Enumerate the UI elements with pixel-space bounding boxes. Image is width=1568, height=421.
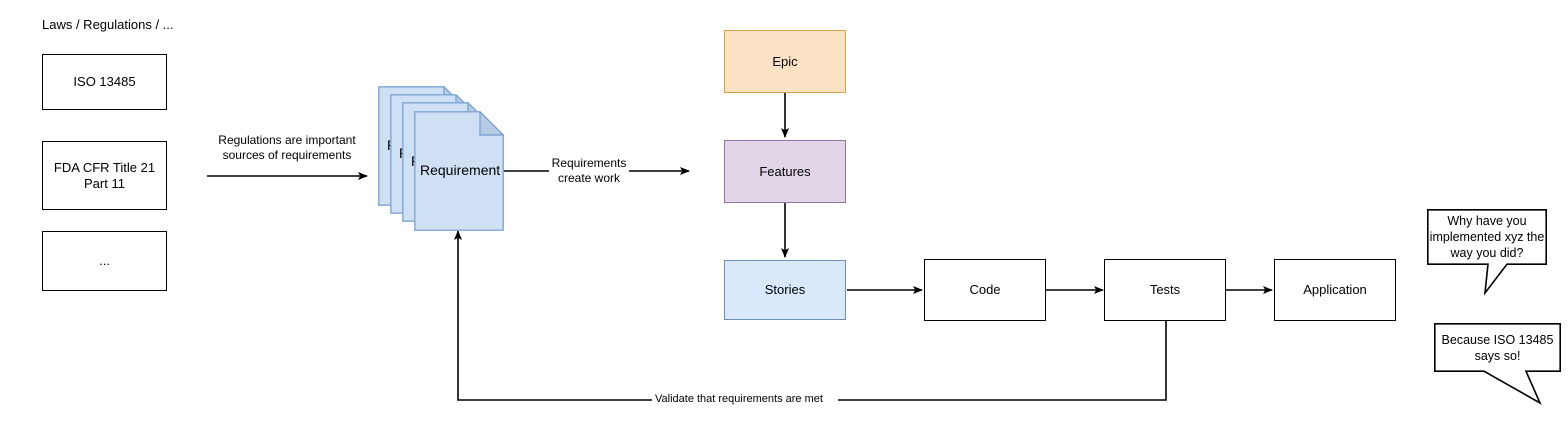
edge-label-validate-loop: Validate that requirements are met (652, 393, 826, 406)
pipeline-label: Code (969, 282, 1001, 297)
work-item-stories[interactable]: Stories (724, 260, 846, 320)
work-item-epic[interactable]: Epic (724, 30, 846, 93)
pipeline-box-tests[interactable]: Tests (1104, 259, 1226, 321)
work-item-label: Epic (772, 53, 798, 69)
work-item-features[interactable]: Features (724, 140, 846, 203)
regulation-label: ISO 13485 (73, 74, 136, 89)
pipeline-label: Tests (1149, 282, 1181, 297)
regulations-group-label: Laws / Regulations / ... (42, 17, 174, 32)
work-item-label: Stories (764, 282, 806, 297)
edge-validate-loop-right (838, 321, 1167, 401)
regulation-label: ... (99, 253, 110, 268)
pipeline-label: Application (1303, 282, 1367, 297)
requirement-document-stack[interactable]: R R R Requirement (378, 85, 505, 231)
regulation-box-ellipsis[interactable]: ... (42, 231, 167, 291)
regulation-box-iso-13485[interactable]: ISO 13485 (42, 54, 167, 110)
requirement-sheet-front: Requirement (414, 110, 505, 236)
work-item-label: Features (759, 163, 811, 179)
requirement-front-label: Requirement (420, 162, 501, 178)
pipeline-box-code[interactable]: Code (924, 259, 1046, 321)
pipeline-box-application[interactable]: Application (1274, 259, 1396, 321)
edge-validate-loop-left (454, 230, 652, 401)
